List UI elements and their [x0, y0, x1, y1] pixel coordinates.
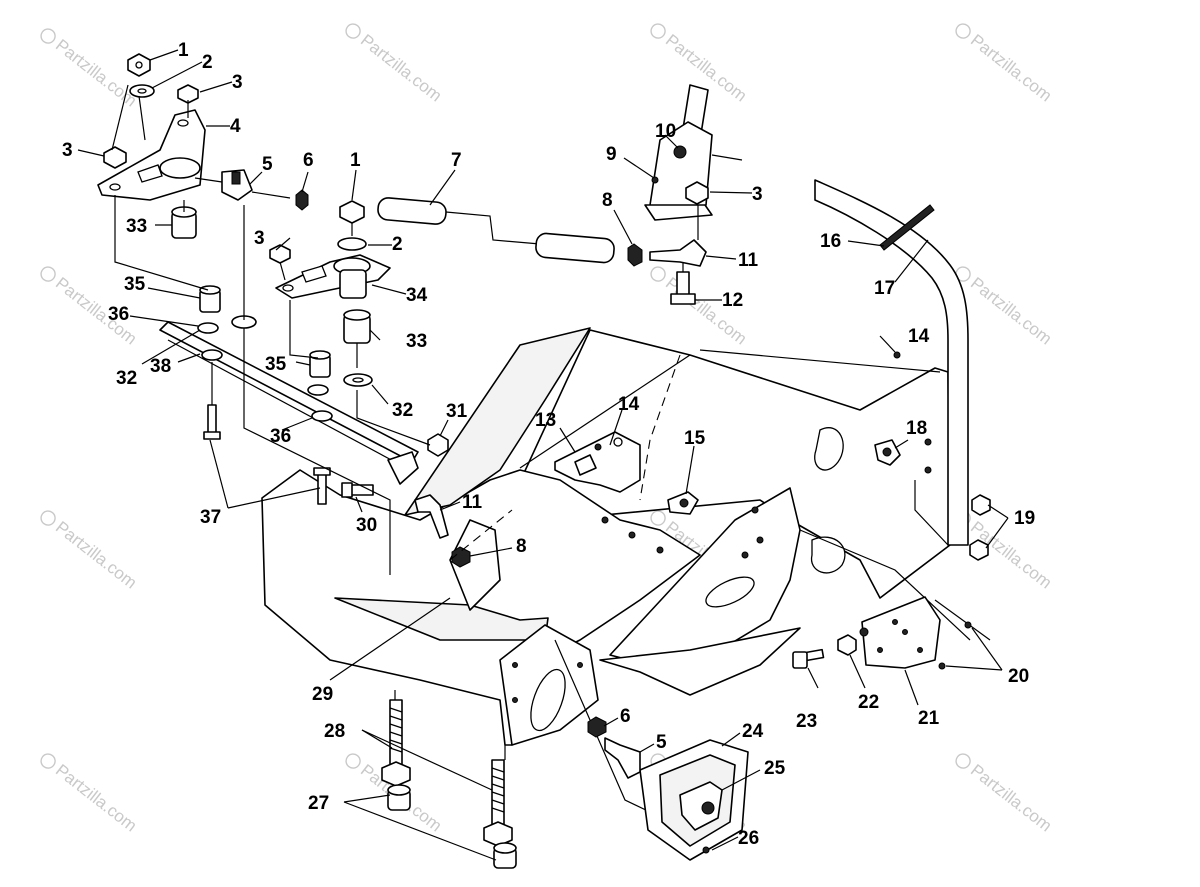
watermark-text: Partzilla.com [52, 518, 140, 593]
callout-14-bracket: 14 [618, 394, 640, 415]
watermark-text: Partzilla.com [52, 761, 140, 836]
callout-8: 8 [602, 190, 613, 211]
watermark-text: Partzilla.com [357, 31, 445, 106]
callout-19: 19 [1014, 508, 1035, 529]
callout-9: 9 [606, 144, 617, 165]
callout-25: 25 [764, 758, 786, 779]
callout-6-lower: 6 [620, 706, 631, 727]
callout-35-upper: 35 [124, 274, 146, 295]
rail-tube [814, 179, 969, 546]
mount-bracket [554, 351, 991, 561]
callout-37: 37 [200, 507, 221, 528]
callout-8-lower: 8 [516, 536, 527, 557]
callout-34: 34 [406, 285, 428, 306]
exploded-view-lines [111, 84, 991, 813]
callout-3: 3 [232, 72, 243, 93]
callout-18: 18 [906, 418, 927, 439]
cross-bar [159, 285, 471, 568]
callout-28: 28 [324, 721, 345, 742]
callout-11-lower: 11 [462, 492, 483, 513]
callout-38: 38 [150, 356, 171, 377]
callout-16: 16 [820, 231, 841, 252]
callout-12: 12 [722, 290, 743, 311]
bracket-part-16 [879, 204, 935, 251]
mounting-bolts [381, 699, 517, 869]
callout-32-middle: 32 [392, 400, 413, 421]
callout-11-upper: 11 [738, 250, 759, 271]
callout-15: 15 [684, 428, 706, 449]
callout-1: 1 [178, 40, 189, 61]
callout-2-middle: 2 [392, 234, 403, 255]
callout-21: 21 [918, 708, 940, 729]
callout-29: 29 [312, 684, 333, 705]
watermark-text: Partzilla.com [967, 761, 1055, 836]
callout-7: 7 [451, 150, 462, 171]
callout-36-upper: 36 [108, 304, 129, 325]
callout-30: 30 [356, 515, 377, 536]
motor-mount [587, 716, 749, 861]
callout-33-middle: 33 [406, 331, 427, 352]
callout-22: 22 [858, 692, 879, 713]
callout-33-upper: 33 [126, 216, 147, 237]
watermark-text: Partzilla.com [967, 31, 1055, 106]
callout-14-right: 14 [908, 326, 930, 347]
callout-23: 23 [796, 711, 817, 732]
callout-10: 10 [655, 121, 676, 142]
callout-labels: 1 2 3 4 5 6 1 7 8 9 10 3 3 33 2 11 12 3 … [62, 40, 1035, 849]
callout-3-middle: 3 [254, 228, 265, 249]
leader-lines [77, 49, 1009, 861]
watermark-text: Partzilla.com [52, 36, 140, 111]
watermark-text: Partzilla.com [967, 274, 1055, 349]
callout-20: 20 [1008, 666, 1029, 687]
callout-3-post: 3 [752, 184, 763, 205]
callout-32-left: 32 [116, 368, 137, 389]
bulkhead-chassis [261, 327, 951, 746]
callout-4: 4 [230, 116, 241, 137]
steering-post [644, 84, 743, 221]
callout-1-middle: 1 [350, 150, 361, 171]
callout-2: 2 [202, 52, 213, 73]
callout-27: 27 [308, 793, 329, 814]
mount-plate [792, 596, 972, 670]
steering-linkage [97, 53, 707, 387]
callout-36-lower: 36 [270, 426, 291, 447]
callout-17: 17 [874, 278, 895, 299]
callout-3-left: 3 [62, 140, 73, 161]
callout-35-lower: 35 [265, 354, 287, 375]
callout-5-lower: 5 [656, 732, 667, 753]
callout-24: 24 [742, 721, 764, 742]
callout-6: 6 [303, 150, 314, 171]
watermark-text: Partzilla.com [662, 274, 750, 349]
callout-13: 13 [535, 410, 556, 431]
callout-31: 31 [446, 401, 468, 422]
callout-5: 5 [262, 154, 273, 175]
callout-26: 26 [738, 828, 759, 849]
